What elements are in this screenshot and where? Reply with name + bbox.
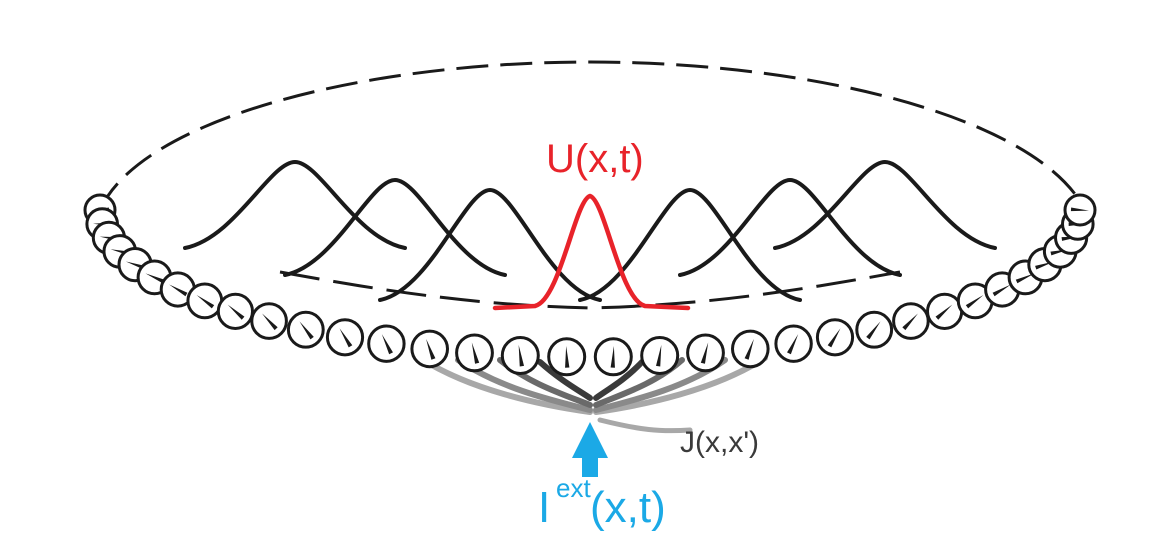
input-label-sup: ext	[556, 473, 591, 503]
neuron-circle-icon	[1063, 193, 1097, 227]
tuning-curve	[678, 177, 902, 277]
activity-label: U(x,t)	[546, 137, 644, 181]
neuron-circle-icon	[892, 302, 930, 340]
neuron-circle-icon	[455, 333, 494, 373]
neuron-circle-icon	[774, 324, 813, 363]
neuron-circle-icon	[926, 292, 964, 330]
ring-back-outline	[98, 60, 1087, 211]
neuron-circle-icon	[367, 324, 406, 363]
tuning-curve	[283, 177, 507, 277]
neuron-circle-icon	[325, 318, 365, 357]
neuron-circle-icon	[731, 329, 770, 369]
input-label-args: (x,t)	[590, 483, 666, 532]
activity-bump	[492, 193, 691, 311]
neuron-circle-icon	[855, 310, 894, 349]
neuron-circle-icon	[593, 337, 633, 377]
input-label-main: I	[538, 483, 550, 532]
arrow-up-icon	[572, 422, 608, 477]
neuron-circle-icon	[216, 292, 254, 330]
tuning-curve	[183, 159, 407, 250]
tuning-curve	[773, 159, 997, 250]
neuron-circle-icon	[956, 282, 994, 320]
neuron-ring	[83, 193, 1097, 377]
neuron-circle-icon	[640, 336, 680, 375]
neuron-circle-icon	[286, 310, 325, 349]
neuron-circle-icon	[815, 318, 855, 357]
neuron-circle-icon	[410, 329, 450, 369]
neuron-circle-icon	[500, 336, 540, 375]
neuron-circle-icon	[186, 282, 224, 320]
neuron-circle-icon	[250, 302, 288, 340]
neuron-circle-icon	[547, 337, 587, 377]
tuning-curves	[183, 159, 997, 302]
coupling-label: J(x,x')	[680, 426, 759, 459]
curve-baseline	[279, 270, 901, 310]
neuron-circle-icon	[686, 333, 725, 373]
